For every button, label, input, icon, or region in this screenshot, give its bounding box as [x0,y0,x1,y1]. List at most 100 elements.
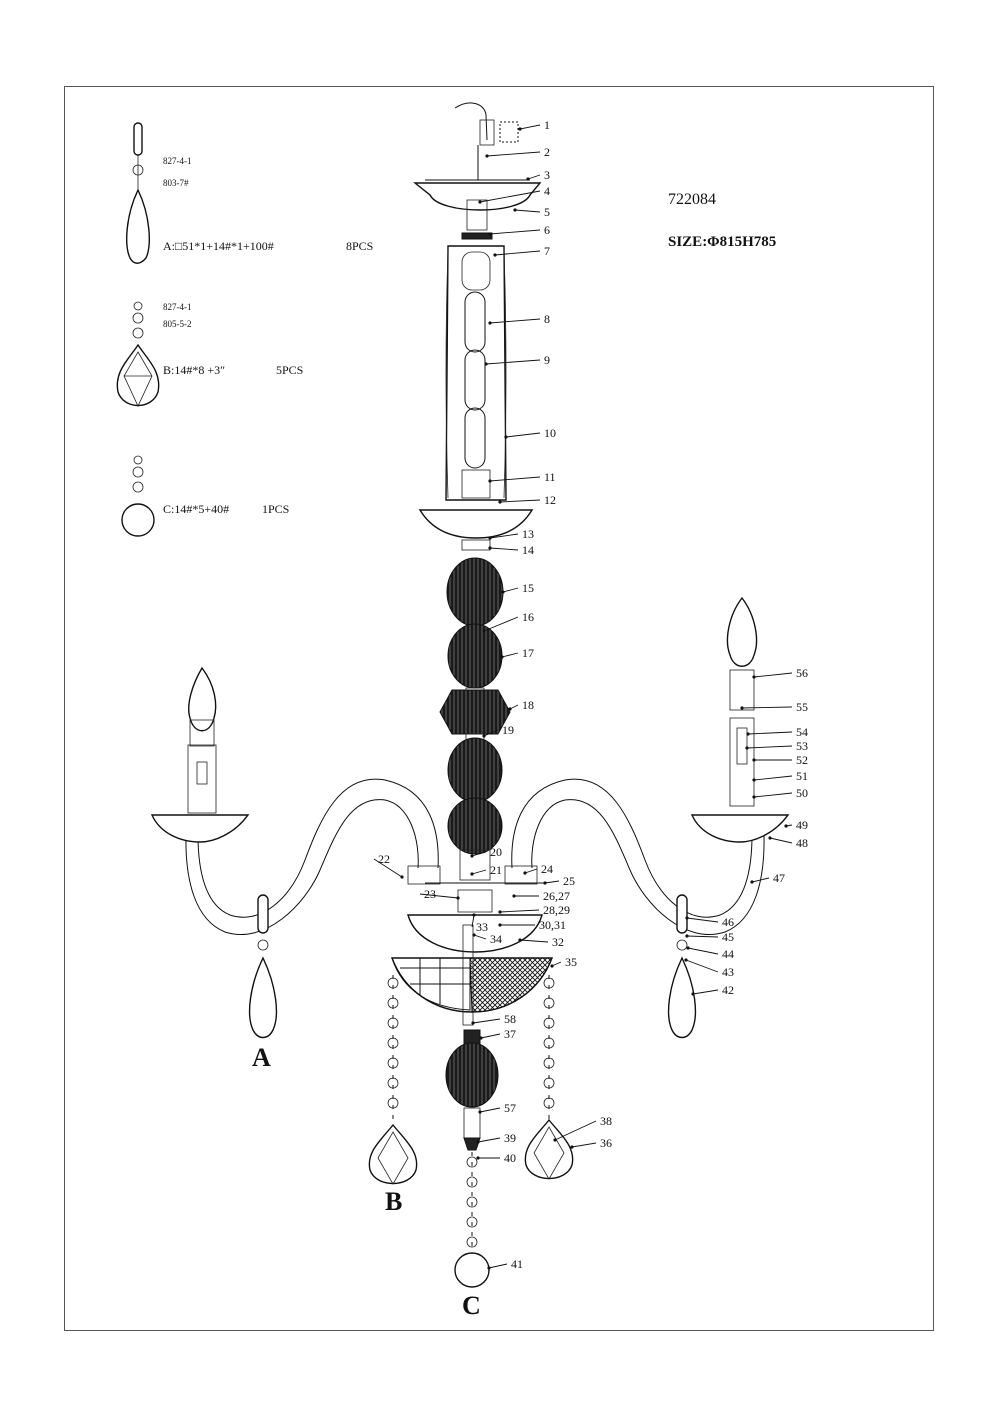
legend-a-part-1: 827-4-1 [163,156,192,166]
callout-dot [685,916,689,920]
callout-label: 9 [544,353,550,367]
callout-leader [499,499,541,503]
callout-label: 23 [424,887,436,901]
callout-dot [482,734,486,738]
callout-dot [513,208,517,212]
callout-dot [543,881,547,885]
callout-leader [505,432,541,438]
callout-label: 5 [544,205,550,219]
callout-dot [550,964,554,968]
size-label: SIZE:Φ815H785 [668,234,776,250]
legend-b-text: B:14#*8 +3″ [163,363,225,377]
callout-dot [685,934,689,938]
callout-label: 34 [490,932,502,946]
legend-drop-c [121,455,155,537]
legend-a-qty: 8PCS [346,239,373,253]
callout-dot [752,778,756,782]
callout-leader [419,893,459,899]
callout-leader [753,672,793,678]
callout-dot [691,992,695,996]
arm-right [504,596,790,1039]
callout-leader [746,745,793,749]
callout-label: 21 [490,863,502,877]
callout-label: 16 [522,610,534,624]
callout-label: 10 [544,426,556,440]
callout-leader [527,174,541,180]
callout-leader [692,989,719,995]
callout-leader [551,961,562,967]
callout-leader [685,959,719,973]
letter-a: A [252,1043,271,1072]
callout-label: 47 [773,871,785,885]
callout-label: 50 [796,786,808,800]
callout-label: 30,31 [539,918,566,932]
callout-leader [686,935,719,938]
callout-label: 38 [600,1114,612,1128]
callout-leader [686,917,719,923]
drawing-frame [64,86,934,1331]
callout-label: 39 [504,1131,516,1145]
callout-label: 22 [378,852,390,866]
drop-chain-b-right [524,975,574,1180]
callout-dot [750,880,754,884]
callout-leader [479,190,541,203]
callout-dot [478,200,482,204]
callout-dot [488,479,492,483]
callout-label: 25 [563,874,575,888]
callout-dot [526,177,530,181]
callout-leader [471,851,487,857]
callout-label: 43 [722,965,734,979]
callout-dot [498,910,502,914]
callout-label: 7 [544,244,550,258]
callout-dot [487,1266,491,1270]
callout-leader [473,934,487,940]
callout-leader [485,359,541,365]
model-number: 722084 [668,191,716,208]
callout-leader [502,587,519,593]
callout-label: 8 [544,312,550,326]
callout-label: 24 [541,862,553,876]
callout-dot [488,321,492,325]
callout-leader [514,209,541,213]
callout-dot [746,732,750,736]
callout-leader [741,706,793,709]
callout-dot [470,872,474,876]
callout-label: 18 [522,698,534,712]
callout-label: 17 [522,646,534,660]
callout-leader [472,1018,501,1024]
callout-dot [784,824,788,828]
callout-dot [400,875,404,879]
callout-leader [769,837,793,844]
legend-c-qty: 1PCS [262,502,289,516]
callout-leader [483,616,519,632]
callout-leader [524,868,538,874]
callout-dot [488,546,492,550]
callout-dot [553,1138,557,1142]
callout-label: 54 [796,725,808,739]
callout-label: 44 [722,947,734,961]
callout-label: 33 [476,920,488,934]
callout-dot [500,655,504,659]
callout-leader [479,1107,501,1113]
callout-label: 20 [490,845,502,859]
arm-hub [390,849,554,1151]
callout-dot [482,629,486,633]
callout-dot [512,894,516,898]
legend-a-text: A:□51*1+14#*1+100# [163,239,274,253]
callout-dot [471,1021,475,1025]
callout-dot [456,896,460,900]
callout-dot [488,536,492,540]
legend-drop-a [126,122,150,264]
callout-leader [489,547,519,551]
callout-label: 28,29 [543,903,570,917]
callout-dot [472,913,476,917]
callout-leader [489,229,541,235]
callout-dot [518,127,522,131]
callout-label: 58 [504,1012,516,1026]
callout-label: 13 [522,527,534,541]
callout-dot [740,706,744,710]
callout-dot [484,362,488,366]
callout-label: 49 [796,818,808,832]
callout-dot [479,1036,483,1040]
